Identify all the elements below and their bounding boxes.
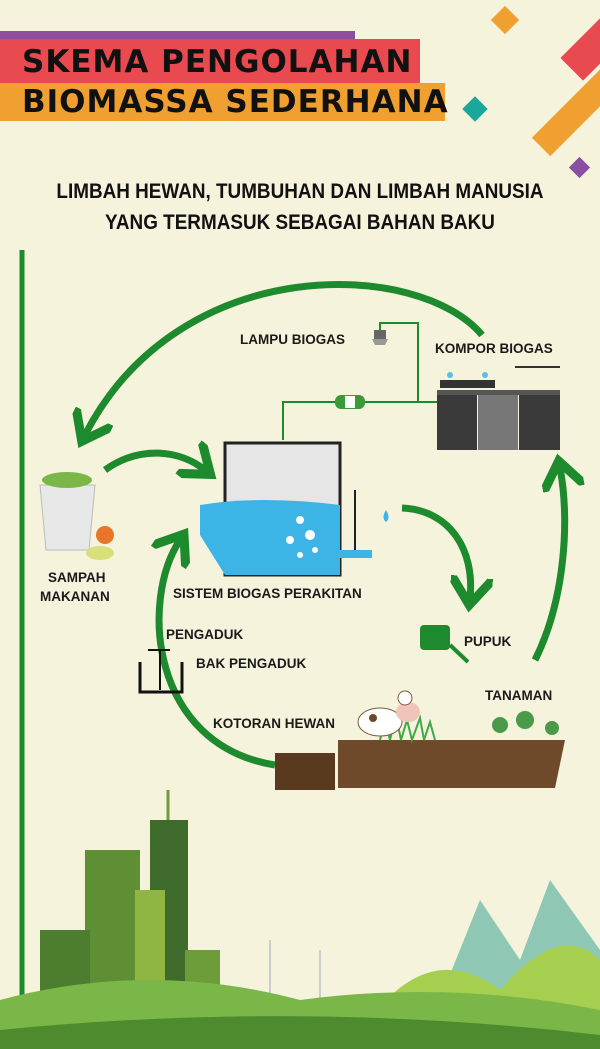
mixing-tub-icon: [138, 649, 184, 694]
arrow-manure-to-tank: [159, 540, 276, 769]
title-line-2: BIOMASSA SEDERHANA: [22, 84, 449, 120]
arrow-waste-to-tank: [102, 453, 205, 470]
purple-stripe: [0, 31, 355, 39]
kitchen-cabinet-icon: [437, 366, 560, 450]
lamp-icon: [372, 330, 388, 345]
label-sistem-biogas: SISTEM BIOGAS PERAKITAN: [173, 586, 362, 601]
label-pengaduk: PENGADUK: [166, 627, 244, 642]
arrow-kitchen-to-waste: [85, 281, 485, 435]
title-bar-red: [0, 39, 420, 83]
food-waste-bin-icon: [39, 472, 114, 560]
title-bar-orange: [0, 83, 445, 121]
gas-pipe: [282, 401, 440, 440]
lamp-pipe: [379, 322, 419, 402]
label-lampu-biogas: LAMPU BIOGAS: [240, 332, 346, 347]
title-line-1: SKEMA PENGOLAHAN: [22, 44, 413, 80]
arrow-plants-to-kitchen: [531, 468, 565, 662]
label-pupuk: PUPUK: [464, 634, 512, 649]
label-makanan: MAKANAN: [40, 589, 110, 604]
arrow-tank-to-fertilizer: [401, 504, 471, 598]
subtitle-line-2: YANG TERMASUK SEBAGAI BAHAN BAKU: [105, 211, 495, 234]
watering-can-icon: [420, 625, 470, 664]
label-sampah: SAMPAH: [48, 570, 106, 585]
label-kotoran-hewan: KOTORAN HEWAN: [213, 716, 336, 731]
label-kompor-biogas: KOMPOR BIOGAS: [435, 341, 553, 356]
label-tanaman: TANAMAN: [485, 688, 553, 703]
city-landscape-illustration: [0, 790, 600, 1049]
label-bak-pengaduk: BAK PENGADUK: [196, 656, 307, 671]
cow-icon: [357, 690, 420, 737]
biogas-tank-icon: [200, 441, 389, 577]
subtitle-line-1: LIMBAH HEWAN, TUMBUHAN DAN LIMBAH MANUSI…: [56, 180, 544, 203]
